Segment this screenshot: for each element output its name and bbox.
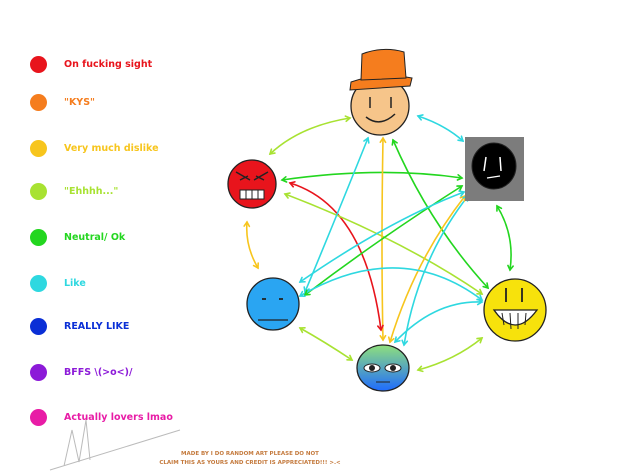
arrow-black-gradient (389, 195, 466, 343)
legend-item: BFFS \(>o<)/ (30, 362, 132, 382)
legend-color-dot (30, 228, 47, 246)
arrow-orange-blue (304, 137, 369, 293)
arrow-head (303, 286, 310, 294)
legend-label: On fucking sight (64, 58, 153, 70)
legend-item: Actually lovers lmao (30, 407, 173, 427)
arrow-head (243, 220, 251, 228)
legend-label: "KYS" (64, 96, 95, 108)
credit-line-1: MADE BY I DO RANDOM ART PLEASE DO NOT (181, 451, 319, 457)
legend-item: "Ehhhh..." (30, 181, 118, 201)
arrow-head (387, 336, 395, 344)
legend-item: Neutral/ Ok (30, 227, 125, 247)
arrow-head (476, 337, 484, 344)
arrow-head (391, 138, 398, 146)
character-orange (349, 48, 413, 136)
arrow-head (457, 135, 465, 142)
arrow-head (401, 339, 409, 347)
legend-color-dot (30, 363, 47, 381)
legend-item: "KYS" (30, 92, 95, 112)
arrow-head (379, 136, 387, 144)
character-gradient (356, 344, 410, 392)
legend-label: REALLY LIKE (64, 320, 130, 332)
arrow-orange-black (417, 115, 464, 142)
arrow-red-gradient (289, 182, 382, 331)
arrow-head (288, 181, 296, 188)
character-yellow (483, 278, 547, 342)
legend-label: Very much dislike (64, 142, 159, 154)
arrow-head (456, 185, 464, 192)
arrow-head (379, 334, 387, 342)
legend-color-dot (30, 139, 47, 157)
arrow-blue-yellow (299, 267, 483, 301)
signature-scribble (49, 419, 181, 471)
legend-color-dot (30, 317, 47, 335)
arrow-head (346, 354, 354, 361)
legend-item: On fucking sight (30, 54, 152, 74)
legend-label: "Ehhhh..." (64, 185, 119, 197)
arrow-gradient-blue (299, 327, 353, 361)
arrow-head (377, 324, 384, 332)
arrow-black-yellow (496, 205, 512, 271)
arrow-head (393, 336, 401, 344)
arrow-head (283, 192, 291, 199)
legend: On fucking sight "KYS" Very much dislike "E… (0, 0, 210, 474)
arrow-head (496, 204, 503, 212)
legend-label: BFFS \(>o<)/ (64, 366, 133, 378)
character-black (465, 137, 524, 201)
arrow-head (458, 190, 466, 197)
arrow-orange-red (269, 117, 351, 155)
legend-color-dot (30, 408, 47, 426)
arrow-red-yellow (284, 193, 483, 295)
legend-color-dot (30, 93, 47, 111)
arrow-head (303, 289, 311, 296)
legend-item: Like (30, 273, 86, 293)
legend-label: Actually lovers lmao (64, 411, 173, 423)
arrow-head (476, 288, 484, 295)
arrow-blue-black (299, 191, 465, 283)
arrow-orange-gradient (381, 137, 384, 341)
legend-label: Like (64, 277, 86, 289)
legend-color-dot (30, 182, 47, 200)
arrow-head (268, 148, 276, 156)
legend-item: Very much dislike (30, 138, 159, 158)
arrow-orange-yellow (392, 139, 489, 289)
arrow-head (476, 298, 484, 306)
legend-color-dot (30, 55, 47, 73)
arrow-head (298, 327, 306, 334)
arrow-head (507, 264, 514, 272)
arrow-blue-red (245, 221, 259, 269)
arrow-head (363, 136, 370, 144)
character-blue (246, 277, 300, 331)
arrow-gradient-black (403, 195, 469, 346)
arrow-black-blue (304, 185, 463, 296)
arrow-head (280, 176, 288, 183)
legend-label: Neutral/ Ok (64, 231, 126, 243)
arrow-layer (243, 114, 514, 373)
arrow-red-black (281, 171, 463, 181)
arrow-head (416, 365, 424, 373)
arrow-head (456, 174, 464, 181)
credit-text: MADE BY I DO RANDOM ART PLEASE DO NOT CL… (100, 450, 400, 468)
character-red (227, 159, 277, 209)
arrow-head (482, 282, 490, 290)
arrow-head (344, 115, 352, 123)
arrow-yellow-gradient (417, 337, 483, 371)
arrow-gradient-yellow (394, 301, 483, 343)
arrow-head (298, 276, 306, 283)
legend-color-dot (30, 274, 47, 292)
legend-item: REALLY LIKE (30, 316, 129, 336)
arrow-head (416, 114, 424, 121)
credit-line-2: CLAIM THIS AS YOURS AND CREDIT IS APPREC… (159, 460, 341, 466)
arrow-head (298, 290, 306, 297)
arrow-head (252, 262, 259, 270)
